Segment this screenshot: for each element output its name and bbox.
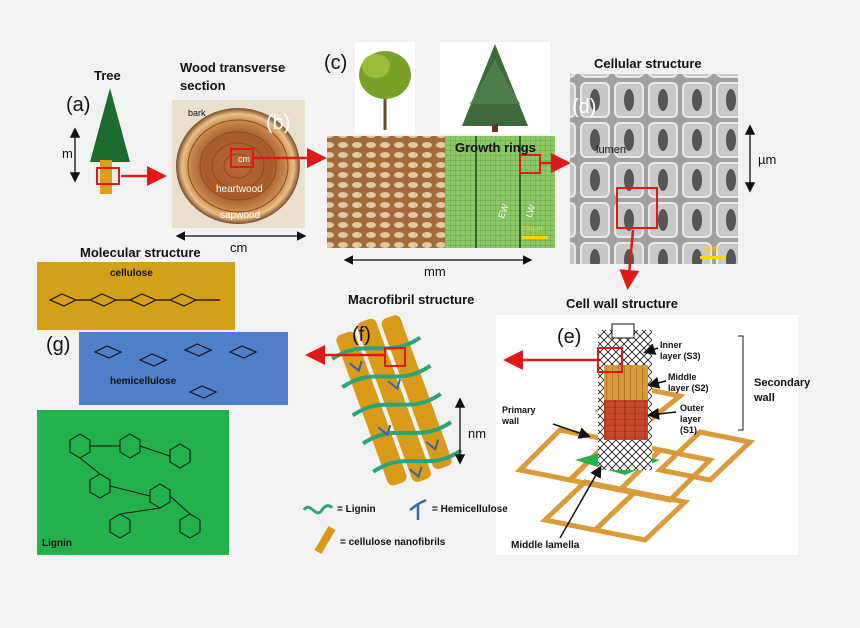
title-macrofibril: Macrofibril structure	[348, 292, 475, 307]
label-middle-2: layer (S2)	[668, 383, 709, 393]
label-secondary-1: Secondary	[754, 377, 811, 389]
title-molecular: Molecular structure	[80, 245, 201, 260]
panel-label-e: (e)	[557, 326, 582, 348]
title-cellular: Cellular structure	[594, 56, 702, 71]
panel-label-b: (b)	[266, 112, 291, 134]
label-primary-2: wall	[502, 416, 520, 426]
hardwood-tree-photo	[355, 42, 415, 134]
label-secondary-2: wall	[754, 392, 775, 404]
label-outer-3: (S1)	[680, 425, 698, 435]
label-sapwood: sapwood	[220, 210, 261, 221]
label-hemicellulose: hemicellulose	[110, 376, 177, 387]
label-growth-rings: Growth rings	[455, 140, 536, 155]
scale-label-mm: mm	[424, 264, 446, 279]
label-lignin: Lignin	[42, 538, 72, 549]
label-outer-2: layer	[680, 414, 702, 424]
panel-label-a: (a)	[66, 94, 91, 116]
hemicellulose-structure	[79, 332, 288, 405]
cellulose-legend-icon	[314, 525, 336, 555]
label-middle-lamella: Middle lamella	[511, 540, 580, 551]
label-heartwood: heartwood	[216, 184, 263, 195]
legend-lignin: = Lignin	[337, 504, 376, 515]
label-lumen: lumen	[596, 144, 626, 156]
growth-ring-micrograph	[327, 136, 555, 248]
label-cm-small: cm	[238, 154, 250, 164]
tree-illustration	[90, 88, 130, 194]
scale-bar-200um: 200µm	[521, 226, 543, 233]
conifer-tree-photo	[440, 42, 550, 134]
label-outer-1: Outer	[680, 403, 705, 413]
lignin-legend-icon	[302, 504, 334, 515]
title-wood-section-1: Wood transverse	[180, 60, 286, 75]
panel-label-c: (c)	[324, 52, 348, 74]
scale-label-m: m	[62, 146, 73, 161]
macrofibril-diagram	[331, 315, 463, 486]
scale-label-cm: cm	[230, 240, 248, 255]
panel-label-g: (g)	[46, 334, 71, 356]
panel-label-d: (d)	[572, 96, 597, 118]
label-inner-2: layer (S3)	[660, 351, 701, 361]
wood-disc-photo	[172, 100, 305, 228]
legend-hemicellulose: = Hemicellulose	[432, 504, 508, 515]
label-primary-1: Primary	[502, 405, 536, 415]
arrow-d-e	[619, 229, 640, 290]
label-middle-1: Middle	[668, 372, 697, 382]
cellular-micrograph	[570, 74, 738, 264]
lignin-structure	[37, 410, 229, 555]
label-inner-1: Inner	[660, 340, 683, 350]
legend-cellulose: = cellulose nanofibrils	[340, 537, 446, 548]
scale-bar-20um: 20µm	[702, 246, 720, 253]
panel-label-f: (f)	[352, 324, 371, 346]
label-bark: bark	[188, 108, 206, 118]
title-wood-section-2: section	[180, 78, 226, 93]
title-tree: Tree	[94, 68, 121, 83]
title-cell-wall: Cell wall structure	[566, 296, 678, 311]
label-cellulose: cellulose	[110, 268, 153, 279]
scale-label-um: µm	[758, 152, 777, 167]
scale-label-nm: nm	[468, 426, 487, 441]
cellulose-structure	[37, 262, 235, 330]
cell-wall-diagram	[496, 315, 798, 555]
hemicellulose-legend-icon	[409, 498, 427, 520]
